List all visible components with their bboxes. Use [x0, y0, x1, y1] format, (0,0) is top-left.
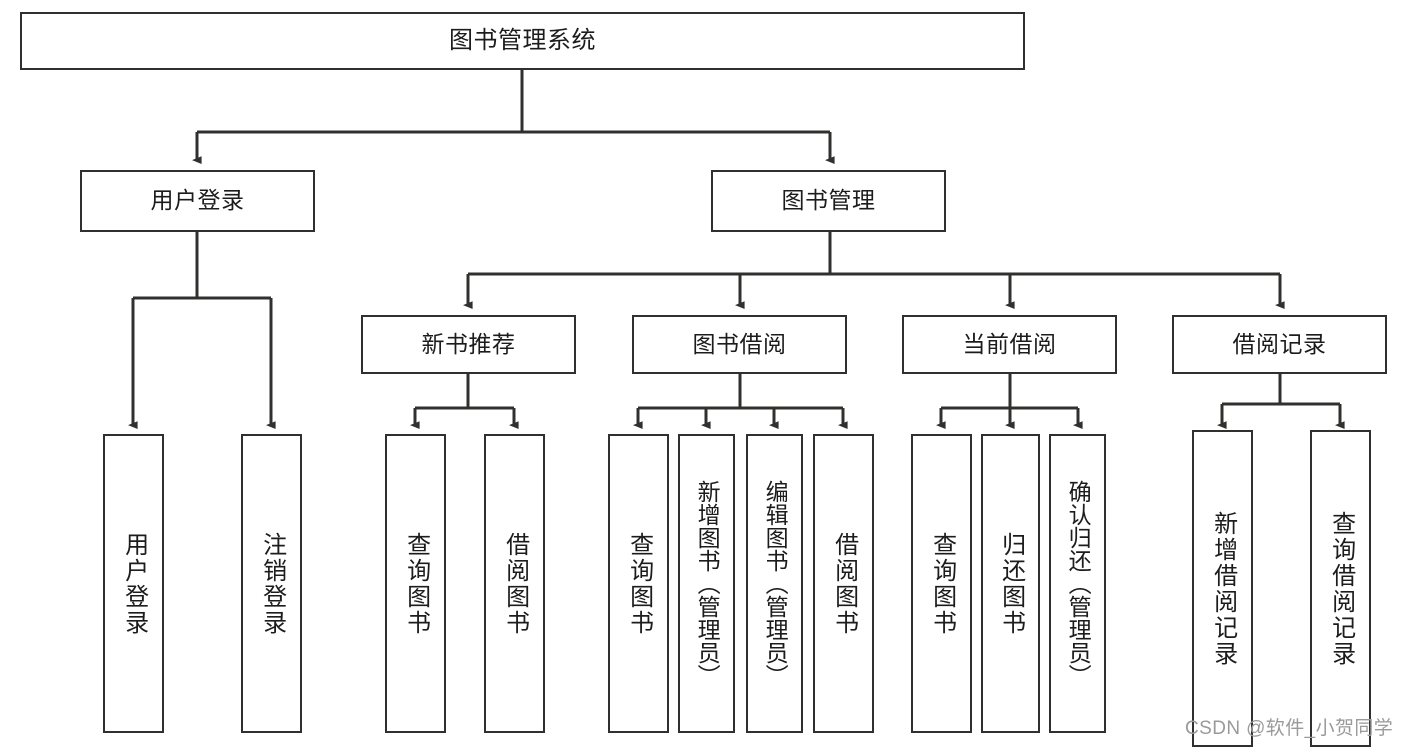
leaf-query-borrow-record[interactable]: 查询借阅记录: [1310, 430, 1371, 747]
leaf-user-login[interactable]: 用户登录: [103, 434, 164, 733]
node-label: 注销登录: [258, 531, 286, 636]
node-label: 查询图书: [625, 531, 653, 636]
node-label: 确认归还（管理员）: [1065, 480, 1092, 687]
leaf-query-book-borrow[interactable]: 查询图书: [608, 434, 669, 733]
node-label: 新增借阅记录: [1209, 510, 1237, 667]
node-label: 查询借阅记录: [1327, 510, 1355, 667]
node-label: 图书管理系统: [449, 26, 596, 54]
leaf-user-logout[interactable]: 注销登录: [241, 434, 302, 733]
node-label: 图书管理: [781, 187, 876, 214]
node-label: 借阅图书: [830, 531, 858, 636]
node-label: 用户登录: [120, 531, 148, 636]
node-label: 图书借阅: [692, 330, 787, 357]
leaf-add-borrow-record[interactable]: 新增借阅记录: [1192, 430, 1253, 747]
leaf-borrow-book-recommend[interactable]: 借阅图书: [484, 434, 545, 733]
node-label: 编辑图书（管理员）: [762, 480, 789, 687]
leaf-query-book-recommend[interactable]: 查询图书: [385, 434, 446, 733]
node-label: 新书推荐: [421, 330, 516, 357]
node-new-book-recommend[interactable]: 新书推荐: [361, 315, 576, 374]
node-borrow-record[interactable]: 借阅记录: [1172, 315, 1387, 374]
node-label: 借阅图书: [501, 531, 529, 636]
node-label: 借阅记录: [1232, 330, 1327, 357]
node-label: 归还图书: [997, 531, 1025, 636]
leaf-return-book[interactable]: 归还图书: [981, 434, 1040, 733]
leaf-query-book-current[interactable]: 查询图书: [911, 434, 972, 733]
leaf-borrow-book[interactable]: 借阅图书: [813, 434, 874, 733]
node-label: 新增图书（管理员）: [694, 480, 721, 687]
node-current-borrow[interactable]: 当前借阅: [902, 315, 1117, 374]
node-book-management-system[interactable]: 图书管理系统: [20, 12, 1025, 70]
node-label: 用户登录: [150, 187, 245, 214]
leaf-confirm-return-admin[interactable]: 确认归还（管理员）: [1049, 434, 1106, 733]
node-book-borrow[interactable]: 图书借阅: [632, 315, 847, 374]
leaf-edit-book-admin[interactable]: 编辑图书（管理员）: [746, 434, 803, 733]
node-label: 当前借阅: [962, 330, 1057, 357]
node-user-login[interactable]: 用户登录: [80, 170, 315, 232]
node-label: 查询图书: [928, 531, 956, 636]
csdn-watermark: CSDN @软件_小贺同学: [1185, 718, 1394, 739]
leaf-add-book-admin[interactable]: 新增图书（管理员）: [678, 434, 735, 733]
node-book-management[interactable]: 图书管理: [711, 170, 946, 232]
node-label: 查询图书: [402, 531, 430, 636]
